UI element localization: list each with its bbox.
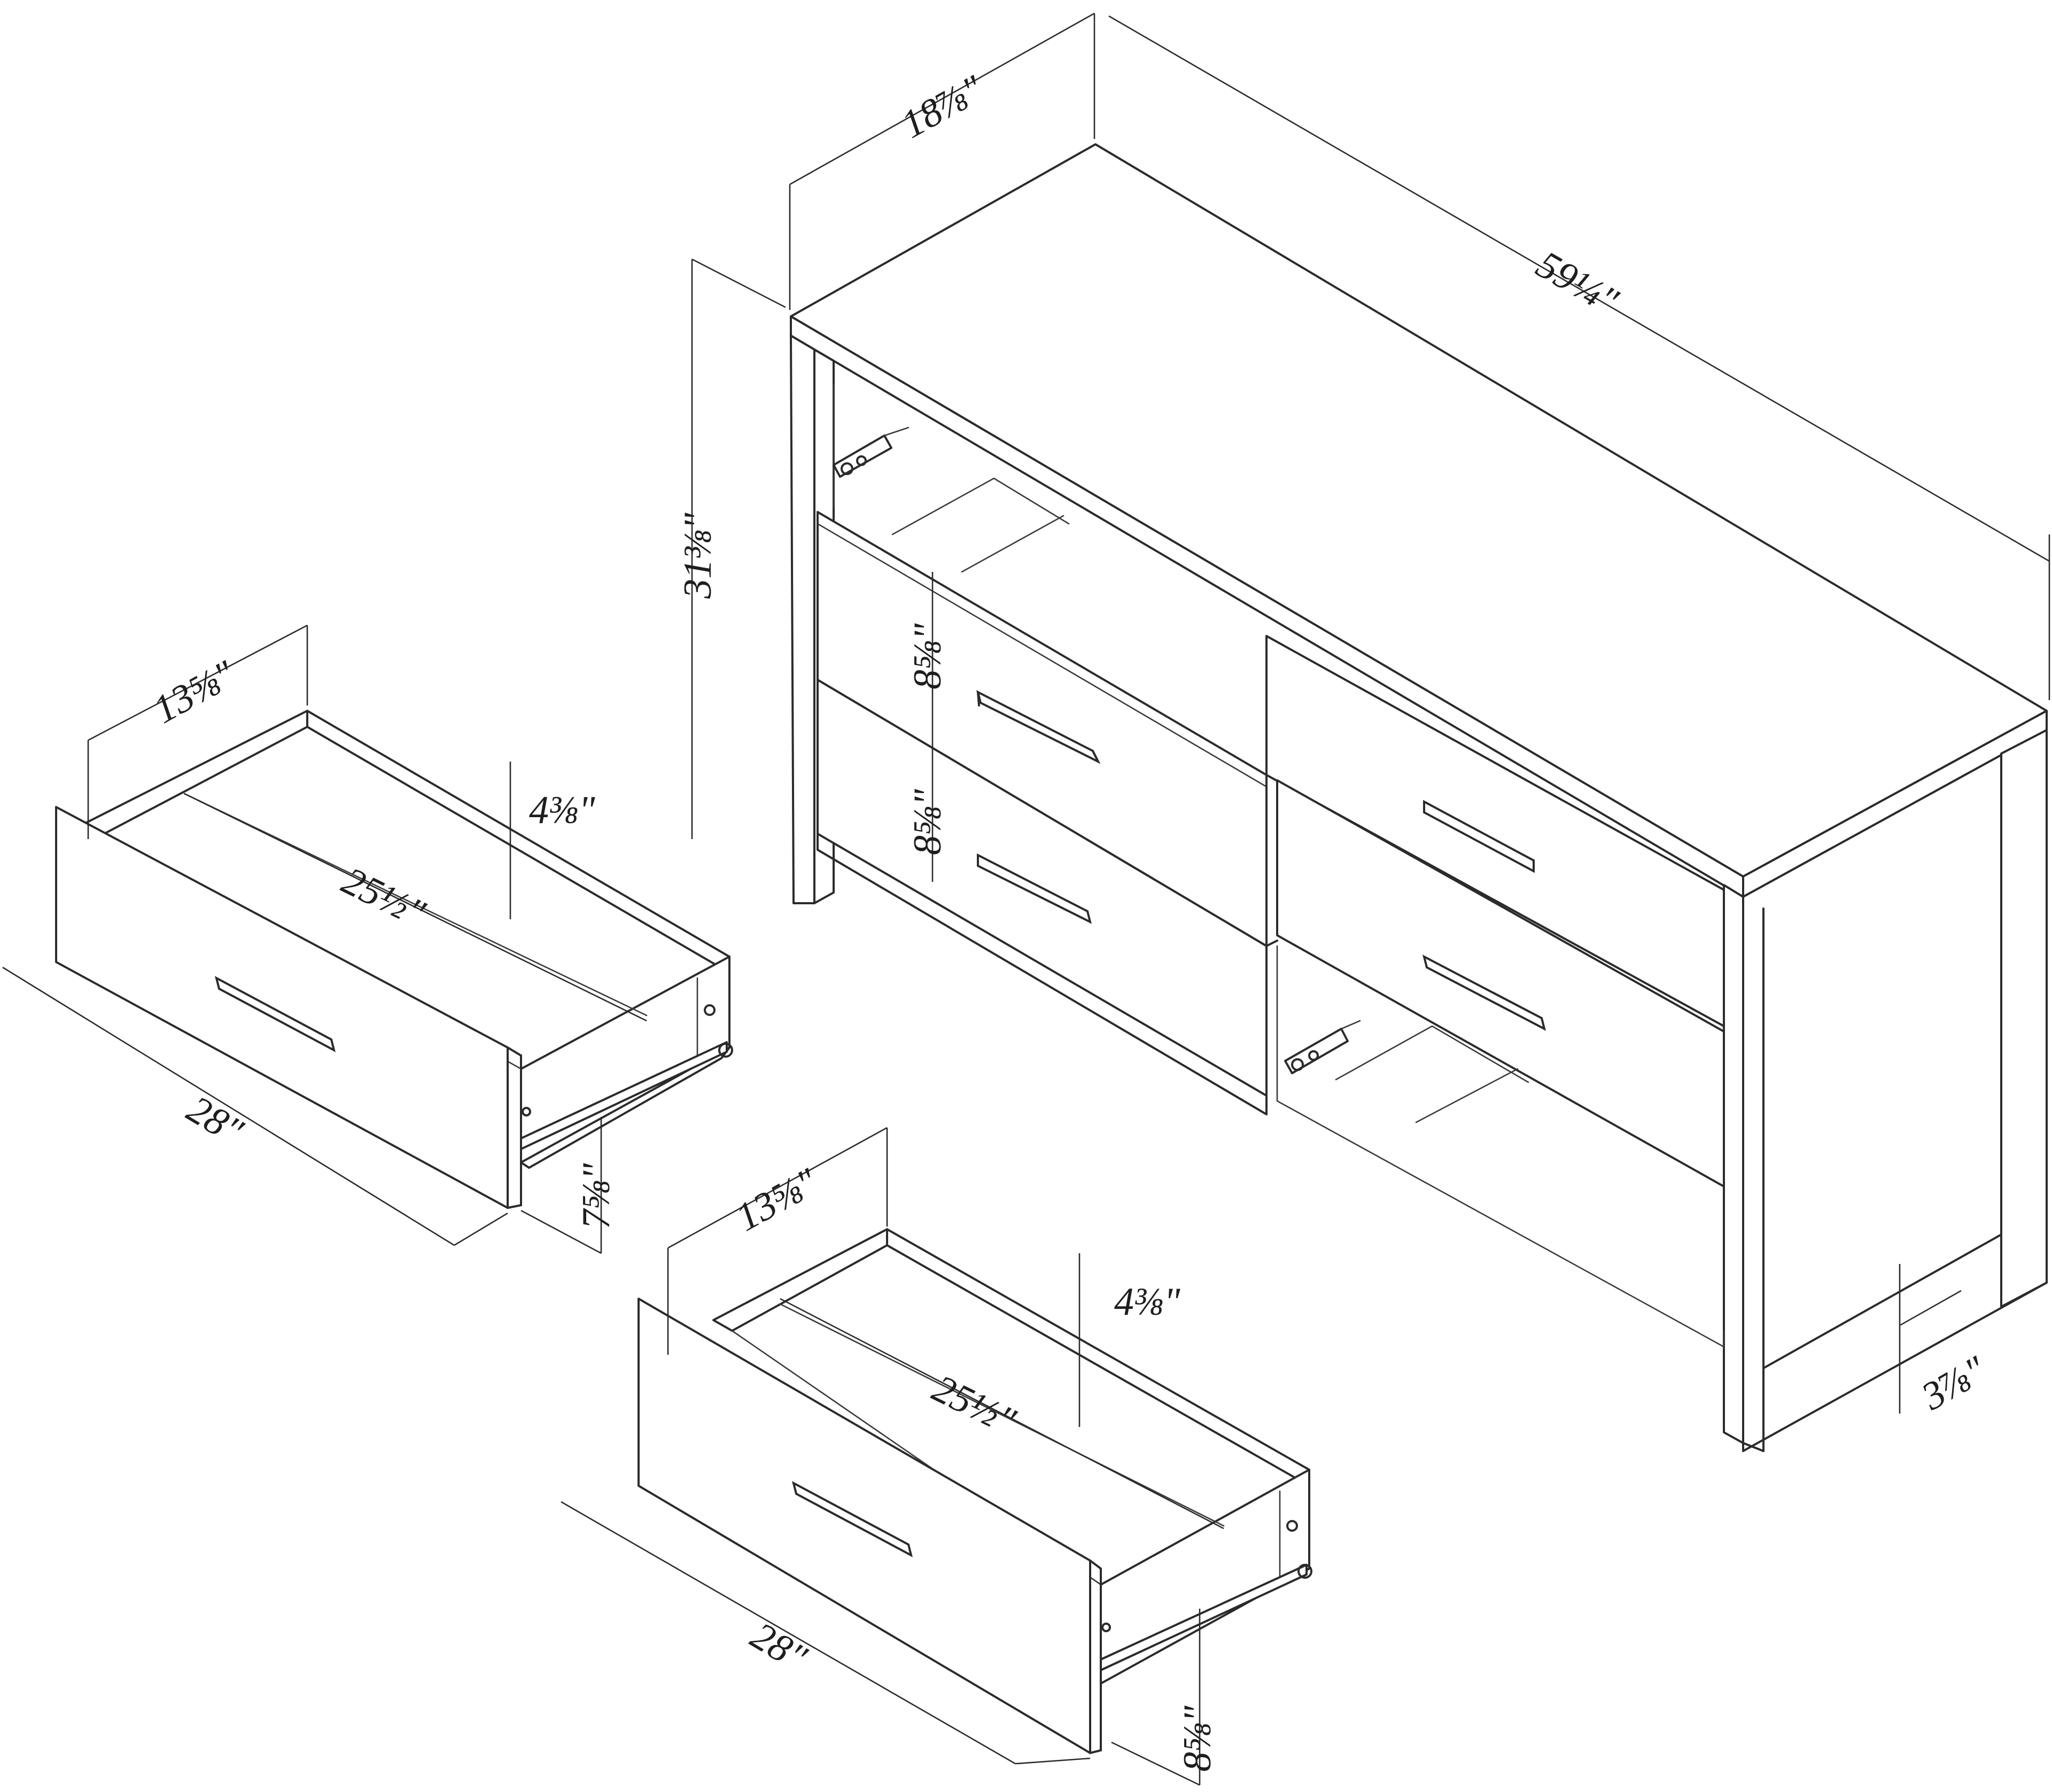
label-leg-clearance: 3⅞" bbox=[1914, 1347, 1994, 1419]
handle-upper-left bbox=[976, 690, 1101, 764]
handle-upper-right bbox=[1423, 800, 1535, 873]
compartment-floor-line bbox=[961, 515, 1064, 573]
drawer-slide-bottom-right bbox=[1284, 1020, 1361, 1074]
small-drawer-side bbox=[306, 710, 730, 974]
side-panel-bottom-edge bbox=[1762, 1234, 2002, 1369]
label-large-drawer-inner-depth: 4⅜" bbox=[1114, 1280, 1181, 1324]
label-small-drawer-height: 7⅝" bbox=[574, 1163, 618, 1230]
upper-left-top-bevel bbox=[817, 523, 1268, 788]
label-large-drawer-length: 28" bbox=[743, 1613, 814, 1680]
large-drawer bbox=[638, 1228, 1312, 1754]
dresser-right-front-leg bbox=[1723, 884, 1744, 1444]
label-upper-drawer-front-height: 8⅝" bbox=[906, 623, 950, 690]
bottom-right-compartment bbox=[1276, 945, 1725, 1348]
large-drawer-screw bbox=[1286, 1520, 1298, 1532]
large-drawer-back bbox=[712, 1228, 888, 1332]
label-dresser-width: 59¼" bbox=[1529, 243, 1626, 324]
large-drawer-inner-floor bbox=[779, 1303, 1225, 1527]
label-large-drawer-height: 8⅝" bbox=[1176, 1705, 1219, 1772]
small-drawer-inner-floor bbox=[183, 793, 648, 1017]
right-leg-foot bbox=[1742, 1442, 1765, 1452]
handle-lower-right bbox=[1422, 955, 1546, 1031]
small-drawer-screw bbox=[704, 1004, 716, 1016]
label-dresser-height: 31⅜" bbox=[676, 513, 720, 600]
dresser-dimension-lines bbox=[691, 12, 2050, 1414]
small-drawer-front-corner bbox=[507, 1204, 522, 1209]
small-drawer-front bbox=[55, 806, 509, 1209]
large-drawer-front-screw bbox=[1101, 1623, 1111, 1632]
label-lower-drawer-front-height: 8⅝" bbox=[906, 789, 950, 856]
large-drawer-front-top-edge bbox=[1089, 1560, 1102, 1570]
left-leg-top-edge bbox=[813, 348, 835, 362]
center-divider-top bbox=[1265, 940, 1278, 947]
dresser bbox=[790, 143, 2048, 1452]
large-drawer-handle bbox=[791, 1481, 913, 1557]
bottom-right-floor-line bbox=[1415, 1068, 1519, 1123]
label-small-drawer-inner-width: 13⅝" bbox=[146, 652, 243, 732]
compartment-back-wall bbox=[891, 477, 1070, 536]
dresser-right-back-leg bbox=[2000, 729, 2048, 1308]
dresser-left-front-leg bbox=[790, 335, 815, 904]
bottom-right-back-wall bbox=[1335, 1025, 1529, 1083]
label-small-drawer-inner-length: 25½" bbox=[336, 859, 432, 936]
small-drawer-front-top-edge bbox=[507, 1046, 522, 1057]
label-large-drawer-inner-length: 25½" bbox=[926, 1367, 1023, 1444]
label-small-drawer-length: 28" bbox=[180, 1087, 251, 1154]
large-drawer-dimension-lines bbox=[561, 1127, 1224, 1786]
small-drawer-back bbox=[84, 710, 308, 835]
drawer-slide-top-left bbox=[833, 426, 910, 478]
small-drawer-front-screw bbox=[522, 1107, 531, 1116]
large-drawer-front-corner bbox=[1089, 1749, 1102, 1754]
small-drawer-dimension-lines bbox=[2, 624, 647, 1254]
drawer-front-lower-right bbox=[1276, 779, 1725, 1188]
lower-left-bottom-edge bbox=[817, 833, 1268, 1115]
small-drawer-handle bbox=[214, 976, 336, 1052]
label-large-drawer-inner-width: 13⅝" bbox=[728, 1160, 825, 1240]
small-drawer bbox=[55, 710, 733, 1209]
handle-lower-left bbox=[977, 853, 1092, 924]
label-dresser-depth: 18⅞" bbox=[894, 67, 991, 147]
label-small-drawer-inner-depth: 4⅜" bbox=[529, 788, 596, 832]
large-drawer-side bbox=[886, 1228, 1310, 1487]
